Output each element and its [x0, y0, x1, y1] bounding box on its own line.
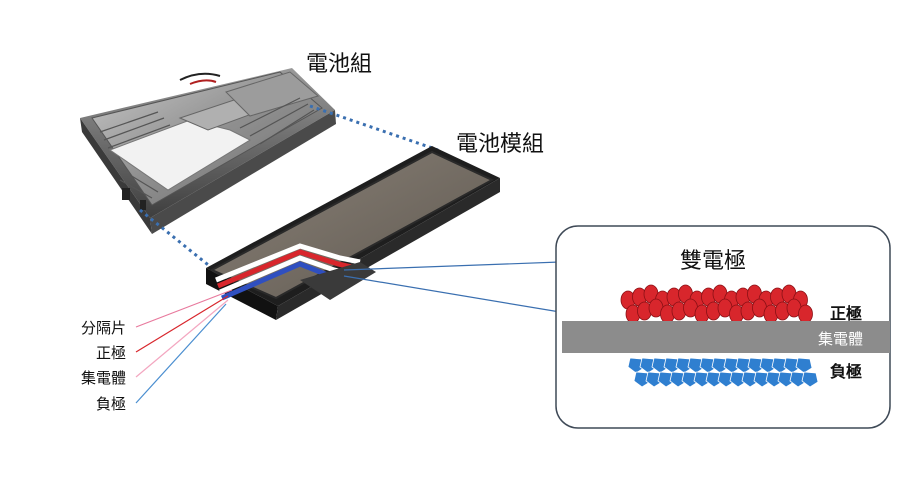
negative-particle — [759, 357, 777, 374]
detail-current-collector-label: 集電體 — [818, 330, 864, 348]
legend-current-collector: 集電體 — [80, 369, 126, 387]
pack-module-dotted-links — [139, 104, 439, 270]
negative-particle — [633, 371, 651, 388]
legend-positive: 正極 — [95, 344, 126, 362]
negative-particle — [747, 357, 765, 374]
negative-particle — [765, 371, 783, 388]
negative-particle — [771, 357, 789, 374]
negative-particle — [777, 371, 795, 388]
negative-particle — [753, 371, 771, 388]
legend-separator: 分隔片 — [80, 319, 126, 337]
negative-particle — [675, 357, 693, 374]
negative-particle — [627, 357, 645, 374]
negative-particle — [669, 371, 687, 388]
negative-particle — [651, 357, 669, 374]
negative-particle — [735, 357, 753, 374]
negative-particle — [681, 371, 699, 388]
legend-negative: 負極 — [95, 395, 126, 413]
negative-particle — [699, 357, 717, 374]
battery-module-label: 電池模組 — [456, 132, 545, 157]
detail-positive-label: 正極 — [830, 304, 863, 323]
negative-particle — [663, 357, 681, 374]
negative-particle — [693, 371, 711, 388]
negative-particle — [645, 371, 663, 388]
battery-module-image — [206, 146, 500, 320]
positive-electrode-particles — [620, 284, 813, 324]
negative-particle — [795, 357, 813, 374]
negative-particle — [741, 371, 759, 388]
negative-particle — [723, 357, 741, 374]
negative-particle — [639, 357, 657, 374]
positive-particle — [798, 304, 813, 324]
battery-pack-label: 電池組 — [306, 52, 373, 77]
detail-negative-label: 負極 — [830, 362, 863, 381]
bipolar-electrode-title: 雙電極 — [680, 249, 747, 274]
battery-pack-image — [80, 68, 336, 234]
current-collector-bar — [562, 321, 890, 353]
negative-particle — [657, 371, 675, 388]
negative-particle — [801, 371, 819, 388]
negative-particle — [789, 371, 807, 388]
negative-electrode-particles — [627, 357, 819, 388]
negative-particle — [705, 371, 723, 388]
negative-particle — [711, 357, 729, 374]
bipolar-electrode-detail — [555, 225, 891, 429]
negative-particle — [717, 371, 735, 388]
module-detail-links — [343, 261, 561, 313]
legend-leader-lines — [135, 289, 233, 404]
negative-particle — [687, 357, 705, 374]
negative-particle — [729, 371, 747, 388]
negative-particle — [783, 357, 801, 374]
